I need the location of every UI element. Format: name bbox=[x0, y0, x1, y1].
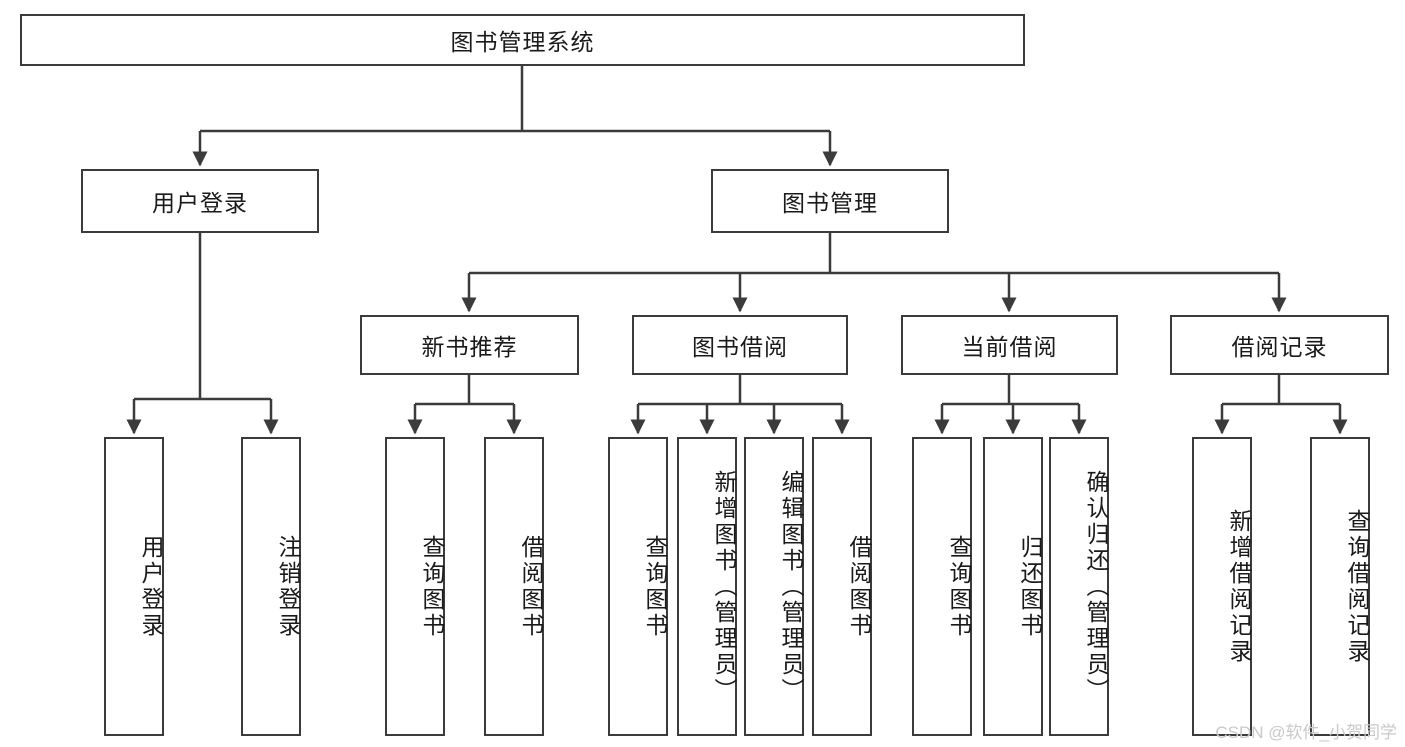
node-leaf-query-book-current[interactable]: 查询图书 bbox=[912, 437, 972, 736]
node-leaf-user-login[interactable]: 用户登录 bbox=[104, 437, 164, 736]
node-label: 新增借阅记录 bbox=[1226, 508, 1252, 665]
node-label: 图书管理系统 bbox=[450, 29, 595, 55]
node-book-management-system[interactable]: 图书管理系统 bbox=[20, 14, 1025, 66]
node-label: 用户登录 bbox=[152, 190, 248, 216]
node-leaf-logout-login[interactable]: 注销登录 bbox=[241, 437, 301, 736]
node-label: 注销登录 bbox=[275, 534, 301, 639]
node-label: 查询图书 bbox=[946, 534, 972, 639]
node-label: 当前借阅 bbox=[961, 334, 1058, 360]
node-leaf-query-book-recommend[interactable]: 查询图书 bbox=[385, 437, 445, 736]
node-leaf-add-book-admin[interactable]: 新增图书（管理员） bbox=[677, 437, 737, 736]
node-leaf-confirm-return-admin[interactable]: 确认归还（管理员） bbox=[1049, 437, 1109, 736]
node-borrow-record[interactable]: 借阅记录 bbox=[1170, 315, 1389, 375]
node-label: 借阅记录 bbox=[1231, 334, 1328, 360]
node-label: 借阅图书 bbox=[846, 534, 872, 639]
node-label: 查询图书 bbox=[419, 534, 445, 639]
node-leaf-add-borrow-record[interactable]: 新增借阅记录 bbox=[1192, 437, 1252, 736]
node-label: 归还图书 bbox=[1017, 534, 1043, 639]
node-book-borrow[interactable]: 图书借阅 bbox=[632, 315, 848, 375]
node-leaf-return-book[interactable]: 归还图书 bbox=[983, 437, 1043, 736]
node-user-login[interactable]: 用户登录 bbox=[81, 169, 319, 233]
node-leaf-query-borrow-record[interactable]: 查询借阅记录 bbox=[1310, 437, 1370, 736]
node-leaf-query-book-borrow[interactable]: 查询图书 bbox=[608, 437, 668, 736]
node-label: 查询借阅记录 bbox=[1344, 508, 1370, 665]
node-label: 确认归还（管理员） bbox=[1083, 469, 1109, 704]
node-label: 新增图书（管理员） bbox=[711, 469, 737, 704]
node-leaf-borrow-book-recommend[interactable]: 借阅图书 bbox=[484, 437, 544, 736]
node-label: 图书管理 bbox=[782, 190, 878, 216]
node-new-book-recommend[interactable]: 新书推荐 bbox=[360, 315, 579, 375]
node-book-management[interactable]: 图书管理 bbox=[711, 169, 949, 233]
node-label: 用户登录 bbox=[138, 534, 164, 639]
node-leaf-borrow-book[interactable]: 借阅图书 bbox=[812, 437, 872, 736]
node-current-borrow[interactable]: 当前借阅 bbox=[901, 315, 1118, 375]
node-label: 图书借阅 bbox=[692, 334, 788, 360]
node-leaf-edit-book-admin[interactable]: 编辑图书（管理员） bbox=[744, 437, 804, 736]
node-label: 新书推荐 bbox=[421, 334, 518, 360]
node-label: 借阅图书 bbox=[518, 534, 544, 639]
node-label: 编辑图书（管理员） bbox=[778, 469, 804, 704]
node-label: 查询图书 bbox=[642, 534, 668, 639]
